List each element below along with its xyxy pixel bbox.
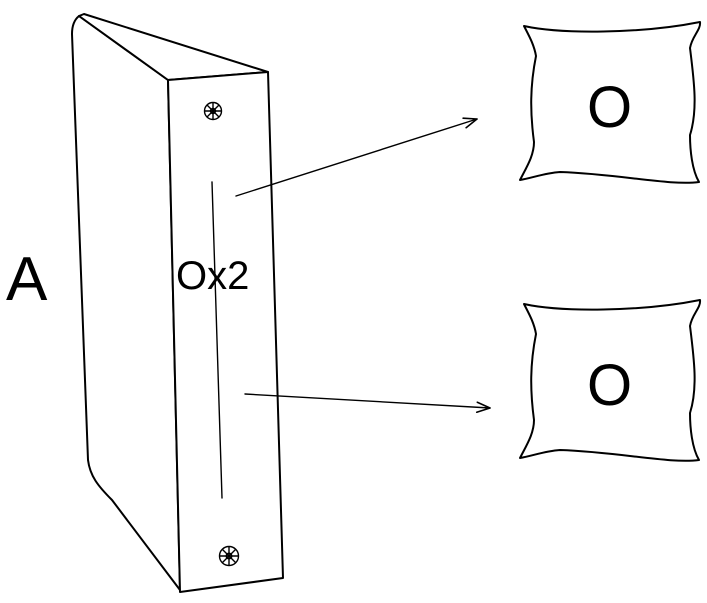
pillow-bottom-outline [519, 299, 702, 462]
pillow-top-label: O [587, 75, 632, 140]
pillow-top-outline [519, 21, 702, 184]
pillow-top: O [519, 21, 702, 184]
box-left-face [71, 15, 181, 591]
top-screw-icon [203, 101, 223, 121]
arrow-top [235, 117, 478, 197]
box-label: A [6, 245, 48, 314]
pillow-bottom-label: O [587, 353, 632, 418]
arrow-bottom [244, 393, 491, 414]
box-front-face [167, 71, 284, 593]
box: Ox2 [71, 13, 284, 593]
bottom-screw-icon [218, 545, 240, 567]
box-slot [211, 181, 223, 499]
pillow-bottom: O [519, 299, 702, 462]
box-text: Ox2 [176, 254, 249, 298]
